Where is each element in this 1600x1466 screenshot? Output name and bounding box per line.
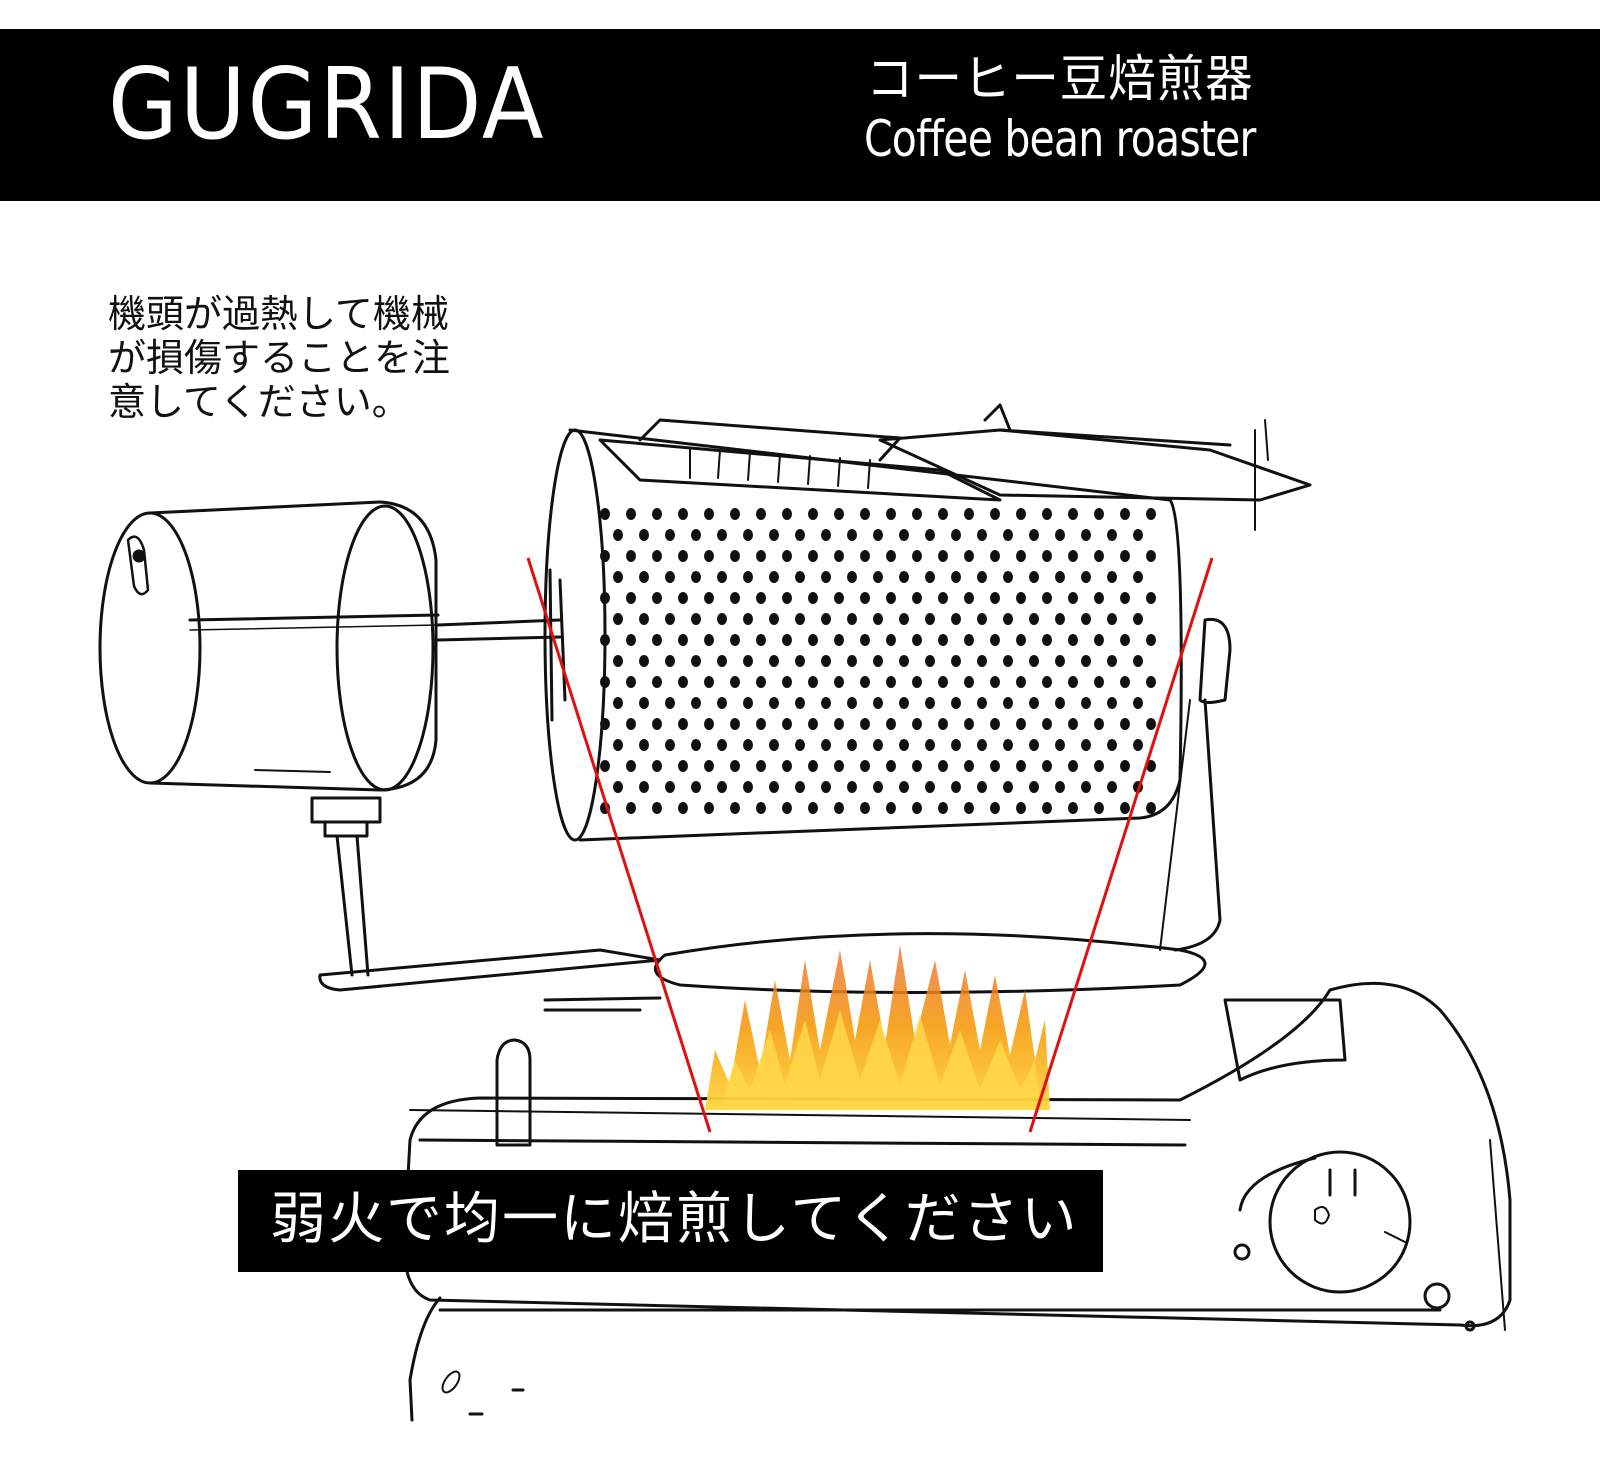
perforated-drum-icon bbox=[543, 403, 1312, 952]
product-title-jp: コーヒー豆焙煎器 bbox=[866, 50, 1254, 108]
product-title-en: Coffee bean roaster bbox=[864, 110, 1256, 168]
instruction-text: 弱火で均一に焙煎してください bbox=[270, 1187, 1079, 1252]
heat-cone-lines bbox=[526, 557, 1214, 1133]
header-band bbox=[0, 29, 1600, 201]
gas-stove-icon bbox=[402, 932, 1512, 1422]
warning-line: 意してください。 bbox=[108, 380, 410, 424]
overheat-warning: 機頭が過熱して機械 が損傷することを注 意してください。 bbox=[108, 292, 528, 424]
warning-line: が損傷することを注 bbox=[108, 336, 451, 380]
motor-housing-icon bbox=[98, 500, 662, 992]
warning-line: 機頭が過熱して機械 bbox=[108, 292, 449, 336]
brand-logo: GUGRIDA bbox=[108, 48, 546, 162]
instruction-banner bbox=[238, 1170, 1103, 1272]
flame-icon bbox=[705, 945, 1050, 1110]
